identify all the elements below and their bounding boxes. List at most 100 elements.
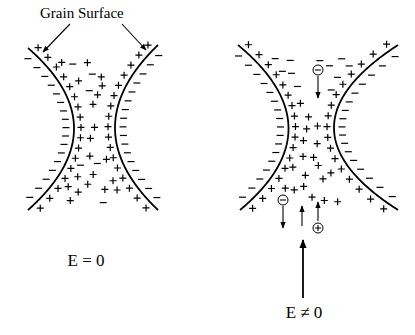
- negative-charge: [346, 101, 353, 102]
- positive-charge: [346, 176, 353, 183]
- negative-charge: [61, 144, 68, 145]
- negative-charge: [60, 110, 67, 111]
- drift-arrow: [282, 206, 283, 228]
- positive-charge: [90, 171, 97, 178]
- negative-charge: [49, 170, 56, 171]
- positive-charge: [67, 165, 74, 172]
- negative-charge: [128, 91, 135, 92]
- drift-arrow: [43, 24, 70, 52]
- negative-charge: [266, 92, 273, 93]
- negative-charge: [132, 170, 139, 171]
- positive-charge: [282, 165, 289, 172]
- positive-charge: [259, 195, 266, 202]
- positive-charge: [89, 101, 96, 108]
- positive-charge: [358, 61, 365, 68]
- negative-charge: [287, 60, 294, 61]
- positive-charge: [338, 166, 345, 173]
- positive-charge: [367, 196, 374, 203]
- negative-charge: [235, 55, 242, 56]
- negative-charge: [239, 197, 246, 198]
- positive-charge: [275, 175, 282, 182]
- negative-charge: [145, 188, 152, 189]
- negative-charge: [147, 64, 154, 65]
- negative-charge: [334, 77, 341, 78]
- positive-charge: [321, 197, 328, 204]
- positive-charge: [289, 164, 296, 171]
- negative-charge: [339, 118, 346, 119]
- negative-charge: [86, 90, 93, 91]
- positive-charge: [327, 145, 334, 152]
- positive-charge: [94, 91, 101, 98]
- drift-arrow: [301, 206, 302, 226]
- positive-charge: [60, 73, 67, 80]
- negative-charge: [24, 58, 31, 59]
- negative-charge: [133, 82, 140, 83]
- negative-charge: [122, 109, 129, 110]
- positive-charge: [315, 162, 322, 169]
- positive-charge: [289, 102, 296, 109]
- positive-charge: [66, 83, 73, 90]
- negative-charge: [376, 187, 383, 188]
- negative-charge: [277, 126, 284, 127]
- positive-charge: [309, 194, 316, 201]
- positive-charge: [77, 114, 84, 121]
- negative-charge: [316, 60, 323, 61]
- positive-charge: [143, 204, 150, 211]
- negative-charge: [41, 76, 48, 77]
- field-label: E ≠ 0: [286, 304, 323, 323]
- positive-charge: [325, 112, 332, 119]
- positive-charge: [87, 135, 94, 142]
- negative-charge: [57, 102, 64, 103]
- positive-charge: [35, 44, 42, 51]
- positive-charge: [332, 155, 339, 162]
- positive-charge: [282, 185, 289, 192]
- negative-charge: [94, 163, 101, 164]
- grain-surface-curve: [334, 45, 398, 210]
- negative-charge: [274, 109, 281, 110]
- negative-charge: [350, 160, 357, 161]
- positive-charge: [103, 156, 110, 163]
- positive-charge: [134, 195, 141, 202]
- negative-charge: [138, 179, 145, 180]
- positive-charge: [333, 91, 340, 98]
- positive-charge: [324, 134, 331, 141]
- positive-charge: [105, 123, 112, 130]
- positive-charge: [356, 186, 363, 193]
- positive-charge: [290, 144, 297, 151]
- negative-charge: [155, 55, 162, 56]
- positive-charge: [292, 123, 299, 130]
- positive-charge: [110, 177, 117, 184]
- negative-charge: [294, 86, 301, 87]
- drift-arrow: [317, 76, 318, 98]
- positive-charge: [126, 185, 133, 192]
- positive-charge: [46, 195, 53, 202]
- circled-charge: [313, 65, 323, 75]
- positive-charge: [135, 52, 142, 59]
- grain-surface-curve: [115, 45, 158, 210]
- negative-charge: [124, 152, 131, 153]
- surface-label: Grain Surface: [40, 5, 124, 22]
- positive-charge: [370, 51, 377, 58]
- positive-charge: [75, 77, 82, 84]
- positive-charge: [305, 113, 312, 120]
- positive-charge: [105, 113, 112, 120]
- field-arrow: [302, 240, 304, 298]
- negative-charge: [342, 110, 349, 111]
- grain-surface-curve: [238, 45, 289, 210]
- negative-charge: [341, 143, 348, 144]
- positive-charge: [314, 140, 321, 147]
- negative-charge: [58, 152, 65, 153]
- negative-charge: [120, 126, 127, 127]
- positive-charge: [121, 72, 128, 79]
- positive-charge: [114, 164, 121, 171]
- positive-charge: [58, 59, 65, 66]
- negative-charge: [357, 169, 364, 170]
- circled-charge: [278, 195, 288, 205]
- positive-charge: [144, 42, 151, 49]
- negative-charge: [245, 65, 252, 66]
- negative-charge: [62, 127, 69, 128]
- negative-charge: [389, 196, 396, 197]
- drift-arrow: [317, 202, 318, 221]
- negative-charge: [345, 151, 352, 152]
- negative-charge: [35, 188, 42, 189]
